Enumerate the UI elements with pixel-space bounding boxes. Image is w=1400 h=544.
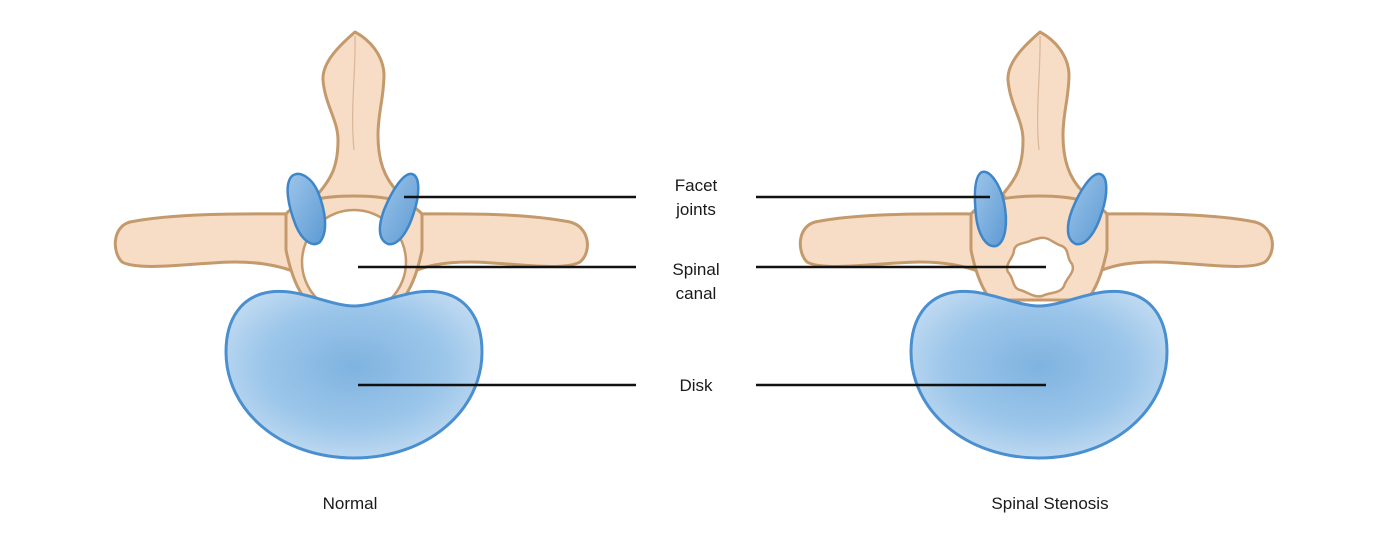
stenosis-facet-joint-left xyxy=(973,170,1008,248)
spinal-canal-label: Spinal canal xyxy=(646,258,746,306)
spinal-canal-label-line2: canal xyxy=(675,284,717,303)
facet-joints-label-line2: joints xyxy=(676,200,716,219)
disk-label: Disk xyxy=(646,374,746,398)
facet-joints-label: Facet joints xyxy=(646,174,746,222)
normal-facet-joint-left xyxy=(286,172,327,246)
caption-spinal-stenosis: Spinal Stenosis xyxy=(950,492,1150,516)
stenosis-spinous-process xyxy=(1001,30,1085,212)
stenosis-spinous-ridge xyxy=(1037,35,1041,151)
stenosis-disk xyxy=(909,289,1169,460)
stenosis-transverse-process-right xyxy=(1091,212,1274,276)
normal-spinous-process xyxy=(316,30,400,212)
caption-normal: Normal xyxy=(280,492,420,516)
normal-transverse-process-left xyxy=(113,212,302,276)
leader-lines xyxy=(358,195,1046,387)
caption-normal-text: Normal xyxy=(322,494,378,513)
stenosis-vertebra xyxy=(798,30,1274,460)
stenosis-facet-joint-right xyxy=(1066,172,1108,246)
spinal-canal-label-line1: Spinal xyxy=(672,260,720,279)
normal-vertebra xyxy=(113,30,589,460)
normal-spinous-ridge xyxy=(352,35,356,151)
stenosis-transverse-process-left xyxy=(798,212,987,276)
facet-joints-label-line1: Facet xyxy=(674,176,718,195)
caption-spinal-stenosis-text: Spinal Stenosis xyxy=(991,494,1109,513)
normal-disk xyxy=(224,289,484,460)
disk-label-text: Disk xyxy=(679,376,713,395)
normal-transverse-process-right xyxy=(406,212,589,276)
